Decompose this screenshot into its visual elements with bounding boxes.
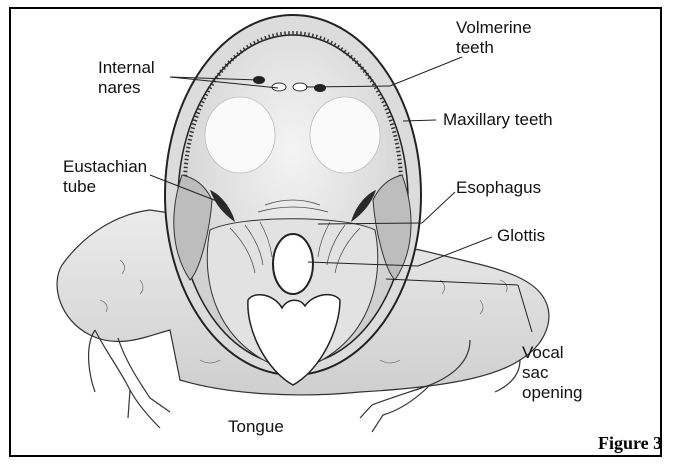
label-maxillary-teeth: Maxillary teeth <box>443 110 553 130</box>
label-volmerine-teeth: Volmerine teeth <box>456 18 532 58</box>
glottis-shape <box>273 234 313 294</box>
label-internal-nares: Internal nares <box>98 58 155 98</box>
label-eustachian-tube: Eustachian tube <box>63 157 147 197</box>
label-esophagus: Esophagus <box>456 178 541 198</box>
left-arm <box>89 330 170 428</box>
right-eye-bulge <box>310 97 380 173</box>
label-glottis: Glottis <box>497 226 545 246</box>
label-vocal-sac-opening: Vocal sac opening <box>522 343 583 403</box>
figure-caption: Figure 3 <box>598 433 662 454</box>
vomerine-teeth-right <box>293 83 307 91</box>
vomerine-teeth-left <box>272 83 286 91</box>
right-naris <box>314 84 326 92</box>
left-eye-bulge <box>205 97 275 173</box>
label-tongue: Tongue <box>228 417 284 437</box>
